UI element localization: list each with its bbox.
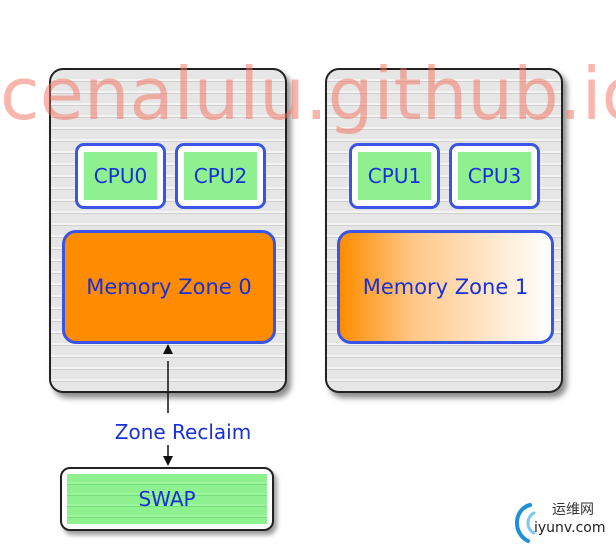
memory-zone-0: Memory Zone 0	[62, 230, 276, 344]
logo-text-cn: 运维网	[552, 502, 594, 518]
cpu2-box: CPU2	[175, 143, 266, 209]
cpu3-box: CPU3	[449, 143, 540, 209]
cpu1-label: CPU1	[358, 152, 431, 200]
cpu2-label: CPU2	[184, 152, 257, 200]
swap-label: SWAP	[67, 474, 267, 524]
numa-node-1: CPU1 CPU3 Memory Zone 1	[325, 68, 563, 393]
memory-zone-1: Memory Zone 1	[337, 230, 554, 344]
numa-node-0: CPU0 CPU2 Memory Zone 0	[49, 68, 287, 393]
logo-text-en: iyunv.com	[534, 520, 606, 536]
zone-reclaim-label: Zone Reclaim	[114, 420, 252, 444]
cpu3-label: CPU3	[458, 152, 531, 200]
iyunv-logo-icon	[515, 503, 536, 543]
swap-box: SWAP	[60, 467, 274, 531]
watermark-text: cenalulu.github.io	[0, 52, 616, 136]
cpu0-label: CPU0	[84, 152, 157, 200]
cpu1-box: CPU1	[349, 143, 440, 209]
cpu0-box: CPU0	[75, 143, 166, 209]
